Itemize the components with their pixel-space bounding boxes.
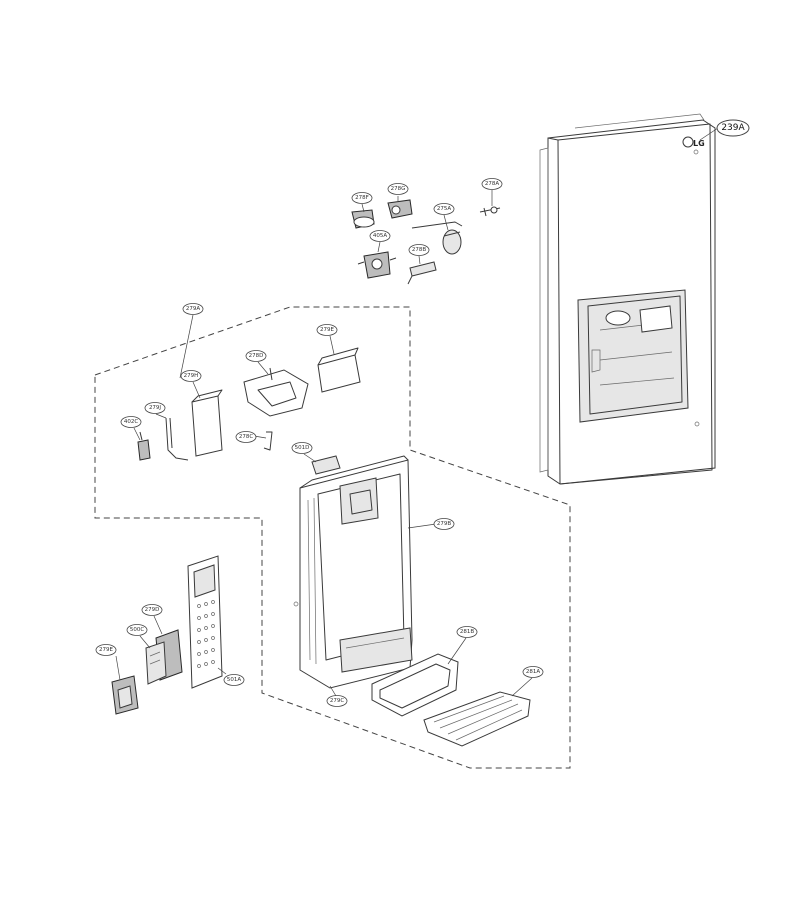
callout-501D: 501D bbox=[291, 442, 313, 454]
part-279H-panel bbox=[191, 389, 223, 457]
part-500C-display-board bbox=[145, 641, 167, 685]
svg-text:278A: 278A bbox=[485, 181, 499, 187]
lg-logo-icon bbox=[682, 136, 694, 148]
part-405A-motor bbox=[357, 251, 397, 279]
callout-402C: 402C bbox=[120, 416, 142, 428]
part-278F-bracket bbox=[351, 209, 375, 229]
callout-279H: 279H bbox=[180, 370, 202, 382]
callout-281B: 281B bbox=[456, 626, 478, 638]
svg-text:501A: 501A bbox=[227, 677, 241, 683]
svg-text:278B: 278B bbox=[412, 247, 426, 253]
part-501A-control-panel bbox=[187, 555, 223, 689]
part-279E-cover bbox=[317, 347, 361, 393]
svg-text:279H: 279H bbox=[184, 373, 199, 379]
callout-279C: 279C bbox=[326, 695, 348, 707]
part-402C-switch bbox=[137, 431, 151, 461]
svg-text:281A: 281A bbox=[526, 669, 540, 675]
svg-text:278D: 278D bbox=[249, 353, 264, 359]
callout-278D: 278D bbox=[245, 350, 267, 362]
callout-278F: 278F bbox=[351, 192, 373, 204]
svg-text:278F: 278F bbox=[355, 195, 369, 201]
part-281A-grille bbox=[423, 691, 531, 747]
svg-text:279D: 279D bbox=[145, 607, 160, 613]
callout-279E-top: 279E bbox=[316, 324, 338, 336]
svg-text:500C: 500C bbox=[130, 627, 144, 633]
callout-500C: 500C bbox=[126, 624, 148, 636]
part-278C-clip bbox=[263, 431, 273, 451]
callout-239A: 239A bbox=[716, 119, 750, 137]
svg-text:239A: 239A bbox=[721, 123, 745, 133]
callout-278C: 278C bbox=[235, 431, 257, 443]
part-275A-solenoid bbox=[411, 221, 463, 255]
svg-text:279J: 279J bbox=[149, 405, 161, 411]
refrigerator-door-panel: LG bbox=[539, 113, 716, 485]
part-279J-spring bbox=[165, 417, 189, 461]
part-501D-pcb bbox=[311, 455, 341, 475]
leader-lines bbox=[115, 127, 719, 697]
callout-501A: 501A bbox=[223, 674, 245, 686]
svg-text:279E: 279E bbox=[99, 647, 113, 653]
assembly-group-outline bbox=[94, 306, 571, 769]
svg-text:279C: 279C bbox=[330, 698, 344, 704]
callout-405A: 405A bbox=[369, 230, 391, 242]
callout-279E-left: 279E bbox=[95, 644, 117, 656]
callout-279J: 279J bbox=[144, 402, 166, 414]
callout-278B: 278B bbox=[408, 244, 430, 256]
lg-logo-text: LG bbox=[693, 139, 705, 148]
svg-text:279B: 279B bbox=[437, 521, 451, 527]
svg-text:278C: 278C bbox=[239, 434, 253, 440]
callout-278G: 278G bbox=[387, 183, 409, 195]
part-278B-lever bbox=[407, 261, 437, 285]
svg-text:501D: 501D bbox=[295, 445, 310, 451]
svg-text:279E: 279E bbox=[320, 327, 334, 333]
svg-text:275A: 275A bbox=[437, 206, 451, 212]
part-278G-actuator bbox=[387, 199, 413, 219]
part-279B-dispenser-housing bbox=[293, 455, 413, 689]
callout-281A: 281A bbox=[522, 666, 544, 678]
callout-279A: 279A bbox=[182, 303, 204, 315]
part-278D-funnel bbox=[243, 367, 309, 417]
callout-279B: 279B bbox=[433, 518, 455, 530]
svg-text:402C: 402C bbox=[124, 419, 138, 425]
part-281B-drip-tray bbox=[371, 653, 459, 717]
callout-278A: 278A bbox=[481, 178, 503, 190]
svg-text:279A: 279A bbox=[186, 306, 200, 312]
svg-text:281B: 281B bbox=[460, 629, 474, 635]
svg-text:278G: 278G bbox=[391, 186, 406, 192]
part-278A-pin bbox=[479, 206, 501, 217]
part-279E-bracket bbox=[111, 675, 139, 715]
callout-275A: 275A bbox=[433, 203, 455, 215]
svg-text:405A: 405A bbox=[373, 233, 387, 239]
callout-279D: 279D bbox=[141, 604, 163, 616]
